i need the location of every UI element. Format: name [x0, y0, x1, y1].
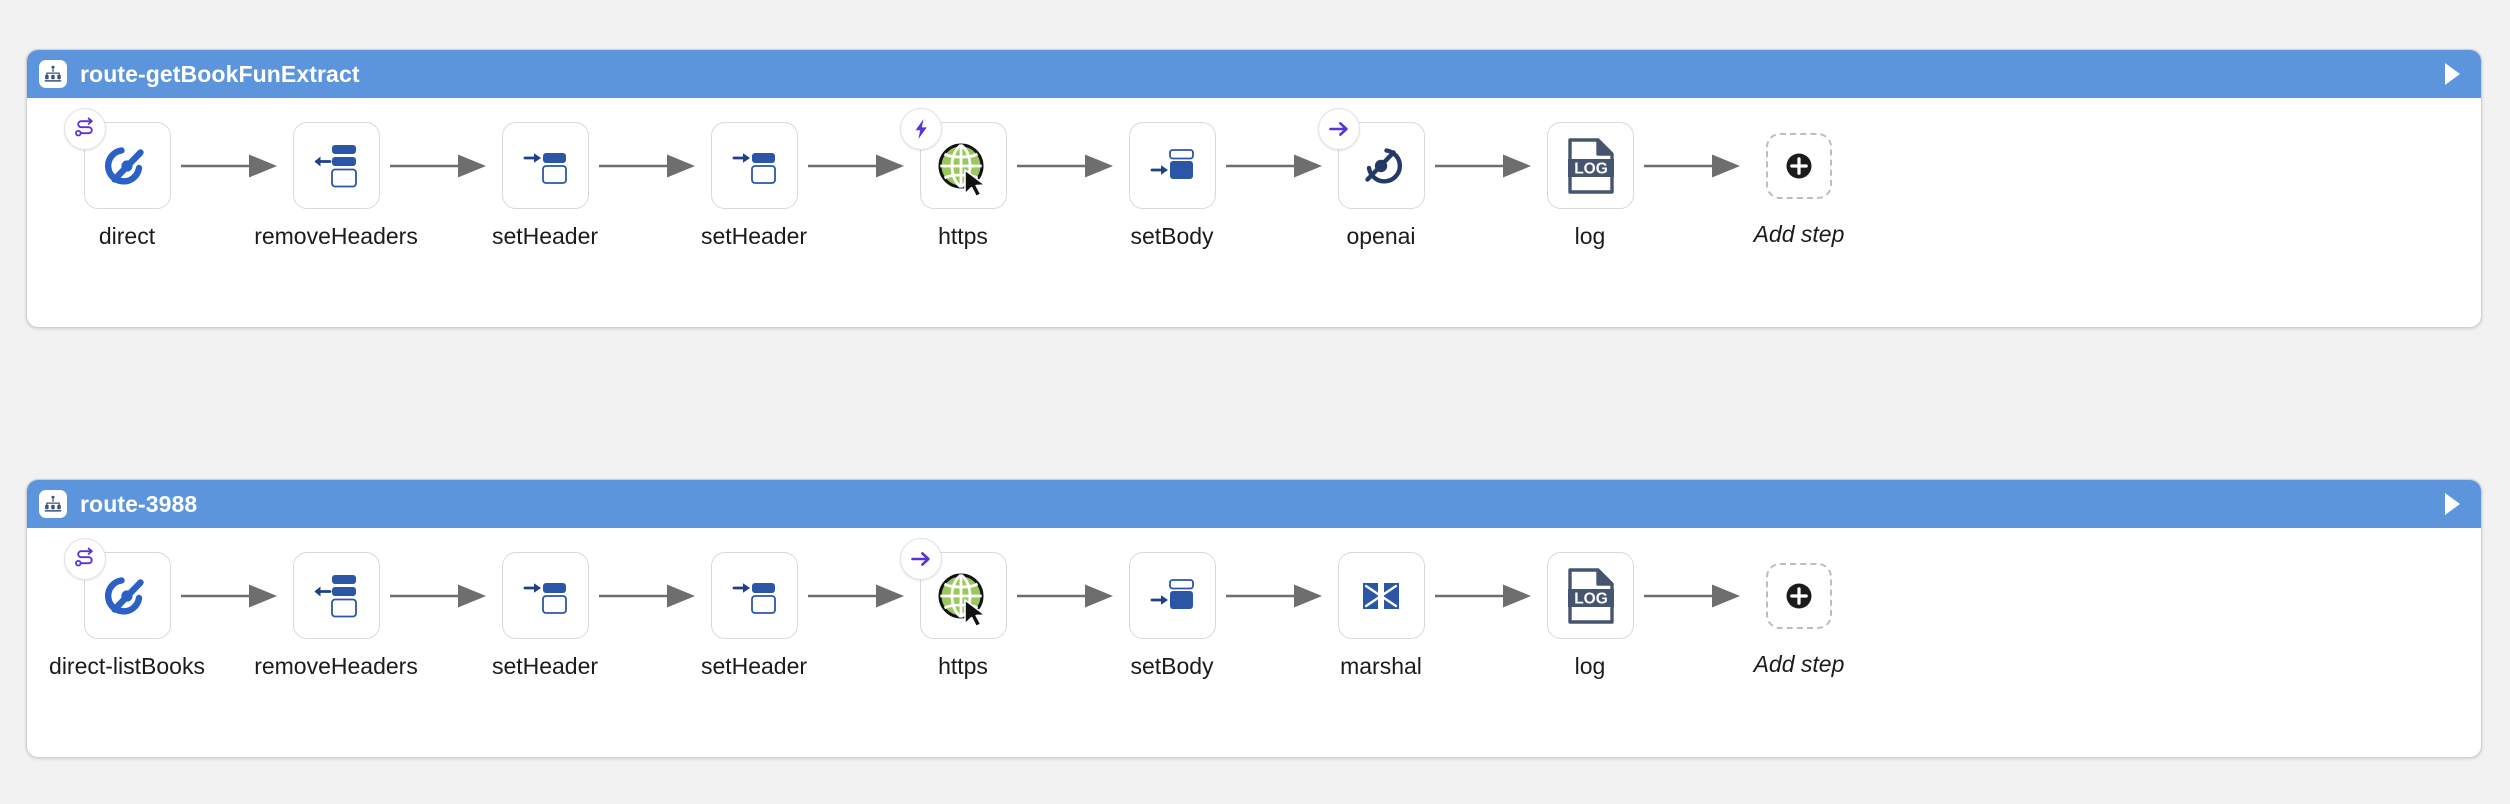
lightning-bolt-icon[interactable]	[900, 108, 942, 150]
route-header-1[interactable]: route-getBookFunExtract	[27, 50, 2481, 98]
route-path-icon[interactable]	[64, 538, 106, 580]
route-container-2: route-3988 direct-listBooks removeHeader…	[26, 479, 2482, 758]
connector-arrow-icon	[388, 552, 493, 639]
connector-arrow-icon	[1642, 552, 1747, 639]
node-setHeader[interactable]	[501, 552, 589, 639]
node-log[interactable]: LOG	[1546, 552, 1634, 639]
step-log: LOG log	[1538, 552, 1642, 680]
node-setHeader[interactable]	[501, 122, 589, 209]
step-label: https	[938, 653, 988, 679]
connector-arrow-icon	[1433, 122, 1538, 209]
route-header-2[interactable]: route-3988	[27, 480, 2481, 528]
step-label: openai	[1346, 223, 1416, 249]
step-setheader: setHeader	[700, 552, 808, 680]
step-label: direct	[98, 223, 156, 249]
node-https[interactable]	[919, 122, 1007, 209]
add-step-button[interactable]	[1766, 563, 1832, 629]
route-path-icon[interactable]	[64, 108, 106, 150]
step-add-step: Add step	[1747, 122, 1851, 248]
play-icon[interactable]	[2441, 492, 2463, 516]
connector-arrow-icon	[179, 122, 284, 209]
arrow-right-icon[interactable]	[900, 538, 942, 580]
step-label: setBody	[1130, 653, 1214, 679]
step-label: Add step	[1753, 651, 1845, 677]
svg-text:LOG: LOG	[1574, 590, 1608, 607]
node-marshal[interactable]	[1337, 552, 1425, 639]
connector-arrow-icon	[1224, 122, 1329, 209]
node-setBody[interactable]	[1128, 122, 1216, 209]
step-label: marshal	[1340, 653, 1422, 679]
play-icon[interactable]	[2441, 62, 2463, 86]
node-setBody[interactable]	[1128, 552, 1216, 639]
arrow-right-icon[interactable]	[1318, 108, 1360, 150]
connector-arrow-icon	[1015, 552, 1120, 639]
connector-arrow-icon	[597, 552, 702, 639]
route-title: route-3988	[80, 490, 198, 517]
route-steps-2: direct-listBooks removeHeaders setHeader	[27, 528, 2481, 757]
step-openai: openai	[1318, 108, 1433, 250]
route-tree-icon	[39, 60, 67, 88]
step-https: https	[900, 538, 1015, 680]
step-label: removeHeaders	[254, 223, 418, 249]
step-label: setBody	[1130, 223, 1214, 249]
node-setHeader[interactable]	[710, 122, 798, 209]
step-label: setHeader	[491, 223, 599, 249]
step-setheader: setHeader	[700, 122, 808, 250]
step-setheader: setHeader	[491, 122, 599, 250]
route-container-1: route-getBookFunExtract direct removeHea…	[26, 49, 2482, 328]
step-label: setHeader	[700, 223, 808, 249]
connector-arrow-icon	[806, 122, 911, 209]
add-step-button[interactable]	[1766, 133, 1832, 199]
step-label: setHeader	[491, 653, 599, 679]
step-label: https	[938, 223, 988, 249]
route-title: route-getBookFunExtract	[80, 60, 360, 87]
step-marshal: marshal	[1329, 552, 1433, 680]
svg-text:LOG: LOG	[1574, 160, 1608, 177]
step-label: removeHeaders	[254, 653, 418, 679]
connector-arrow-icon	[1433, 552, 1538, 639]
step-removeheaders: removeHeaders	[254, 552, 418, 680]
node-log[interactable]: LOG	[1546, 122, 1634, 209]
route-tree-icon	[39, 490, 67, 518]
step-setheader: setHeader	[491, 552, 599, 680]
route-steps-1: direct removeHeaders setHeader setHeader	[27, 98, 2481, 327]
step-label: Add step	[1753, 221, 1845, 247]
connector-arrow-icon	[388, 122, 493, 209]
step-add-step: Add step	[1747, 552, 1851, 678]
connector-arrow-icon	[1642, 122, 1747, 209]
connector-arrow-icon	[1224, 552, 1329, 639]
node-direct[interactable]	[83, 122, 171, 209]
connector-arrow-icon	[597, 122, 702, 209]
step-label: setHeader	[700, 653, 808, 679]
step-log: LOG log	[1538, 122, 1642, 250]
connector-arrow-icon	[806, 552, 911, 639]
node-removeHeaders[interactable]	[292, 552, 380, 639]
step-direct: direct	[64, 108, 179, 250]
step-label: log	[1574, 653, 1606, 679]
step-label: direct-listBooks	[49, 653, 205, 679]
node-setHeader[interactable]	[710, 552, 798, 639]
step-setbody: setBody	[1120, 552, 1224, 680]
node-https[interactable]	[919, 552, 1007, 639]
step-https: https	[900, 108, 1015, 250]
step-removeheaders: removeHeaders	[254, 122, 418, 250]
connector-arrow-icon	[179, 552, 284, 639]
step-label: log	[1574, 223, 1606, 249]
connector-arrow-icon	[1015, 122, 1120, 209]
step-setbody: setBody	[1120, 122, 1224, 250]
node-removeHeaders[interactable]	[292, 122, 380, 209]
step-direct-listbooks: direct-listBooks	[49, 538, 205, 680]
